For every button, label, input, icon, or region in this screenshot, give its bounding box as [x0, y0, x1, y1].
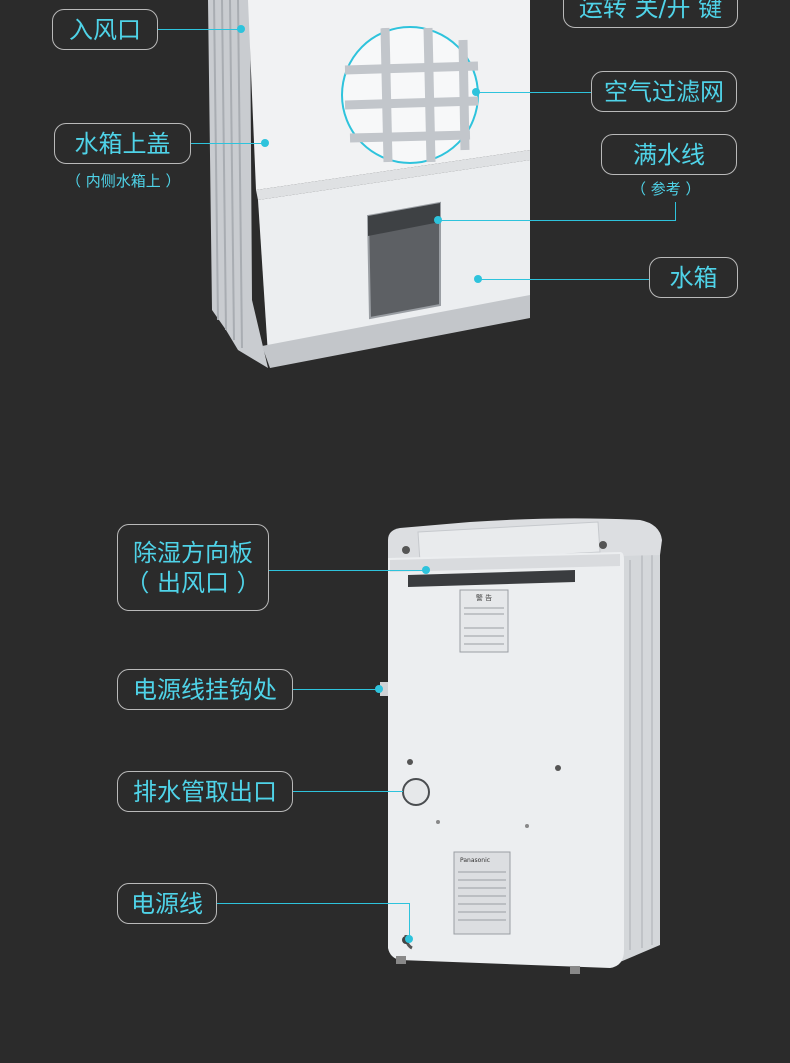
label-cord-hook-text: 电源线挂钩处 [133, 675, 277, 704]
leader-louver [269, 570, 426, 571]
label-air-filter: 空气过滤网 [591, 71, 737, 112]
point-louver [422, 566, 430, 574]
leader-full-line-h [438, 220, 676, 221]
label-air-inlet: 入风口 [52, 9, 158, 50]
point-air-inlet [237, 25, 245, 33]
label-drain-outlet: 排水管取出口 [117, 771, 293, 812]
label-full-line-text: 满水线 [633, 140, 705, 169]
point-power-cord [405, 935, 413, 943]
label-tank-cover: 水箱上盖 [54, 123, 191, 164]
leader-power-cord-v [409, 903, 410, 939]
warning-label-title: 警 告 [476, 593, 492, 602]
label-air-inlet-text: 入风口 [69, 15, 141, 44]
point-air-filter [472, 88, 480, 96]
label-louver-line1: 除湿方向板 [133, 538, 253, 567]
label-louver-line2: （ 出风口 ） [125, 568, 261, 597]
label-run-key-text: 运转 关/开 键 [578, 0, 723, 22]
leader-cord-hook [293, 689, 379, 690]
label-cord-hook: 电源线挂钩处 [117, 669, 293, 710]
label-run-key: 运转 关/开 键 [563, 0, 738, 28]
leader-full-line-v [675, 202, 676, 220]
label-water-tank: 水箱 [649, 257, 738, 298]
label-full-line-note: （ 参考 ） [631, 180, 701, 198]
leader-air-inlet [158, 29, 240, 30]
label-power-cord-text: 电源线 [131, 889, 203, 918]
point-cord-hook [375, 685, 383, 693]
label-power-cord: 电源线 [117, 883, 217, 924]
label-air-filter-text: 空气过滤网 [604, 77, 724, 106]
point-water-tank [474, 275, 482, 283]
label-water-tank-text: 水箱 [669, 263, 718, 292]
leader-tank-cover [191, 143, 265, 144]
leader-water-tank [478, 279, 649, 280]
leader-air-filter [476, 92, 591, 93]
label-tank-cover-text: 水箱上盖 [74, 129, 171, 158]
label-drain-outlet-text: 排水管取出口 [133, 777, 277, 806]
point-tank-cover [261, 139, 269, 147]
leader-power-cord-h [217, 903, 409, 904]
leader-drain-outlet [293, 791, 403, 792]
rating-plate-brand: Panasonic [460, 857, 490, 864]
label-full-line: 满水线 [601, 134, 737, 175]
label-tank-cover-note: （ 内侧水箱上 ） [66, 172, 181, 190]
point-full-line [434, 216, 442, 224]
label-louver: 除湿方向板 （ 出风口 ） [117, 524, 269, 611]
